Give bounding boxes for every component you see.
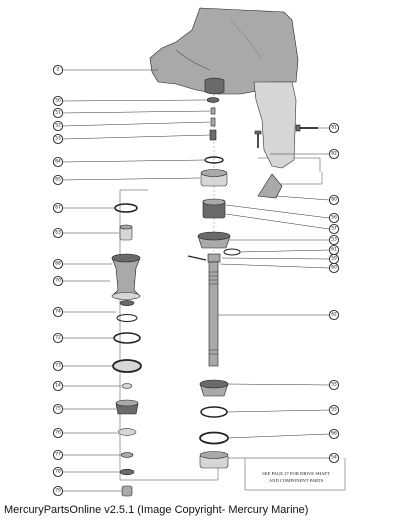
callout-right-55a: 55: [328, 379, 340, 391]
callout-left-70: 70: [52, 275, 64, 287]
callout-right-60: 60: [328, 262, 340, 274]
svg-text:67: 67: [55, 205, 61, 211]
callout-right-62: 62: [328, 309, 340, 321]
callout-right-59: 59: [328, 253, 340, 265]
svg-text:68: 68: [55, 261, 61, 267]
svg-text:61: 61: [331, 247, 337, 253]
callout-left-76: 76: [52, 427, 64, 439]
callout-left-52: 52: [52, 120, 64, 132]
callout-right-82: 82: [328, 148, 340, 160]
callout-right-61: 61: [328, 244, 340, 256]
svg-text:51: 51: [55, 110, 61, 116]
callout-left-53: 53: [52, 133, 64, 145]
svg-text:76: 76: [55, 430, 61, 436]
svg-text:60: 60: [331, 265, 337, 271]
callout-right-66: 66: [328, 428, 340, 440]
upper-part-stack: [187, 97, 241, 263]
callout-left-73: 73: [52, 360, 64, 372]
note-line-1: SEE PAGE 27 FOR DRIVE SHAFT: [262, 471, 330, 476]
callout-right-80: 80: [328, 194, 340, 206]
svg-text:55: 55: [331, 407, 337, 413]
svg-text:59: 59: [331, 256, 337, 262]
svg-text:65: 65: [55, 177, 61, 183]
callout-left-77: 77: [52, 449, 64, 461]
callout-left-14: 14: [52, 380, 64, 392]
callout-left-74: 74: [52, 306, 64, 318]
svg-text:50: 50: [55, 98, 61, 104]
svg-text:63: 63: [55, 230, 61, 236]
svg-text:80: 80: [331, 197, 337, 203]
callout-right-55b: 55: [328, 404, 340, 416]
callout-left-78: 78: [52, 466, 64, 478]
forward-gear-stack: [199, 379, 229, 469]
callout-left-65: 65: [52, 174, 64, 186]
copyright-footer: MercuryPartsOnline v2.5.1 (Image Copyrig…: [0, 503, 400, 520]
svg-text:74: 74: [55, 309, 61, 315]
callout-right-56: 56: [328, 212, 340, 224]
exploded-parts-diagram: SEE PAGE 27 FOR DRIVE SHAFT AND COMPONEN…: [52, 7, 346, 497]
callout-left-72: 72: [52, 332, 64, 344]
svg-text:56: 56: [331, 215, 337, 221]
callout-left-79: 79: [52, 485, 64, 497]
svg-text:2: 2: [57, 67, 60, 73]
svg-text:62: 62: [331, 312, 337, 318]
callout-left-75: 75: [52, 403, 64, 415]
svg-text:54: 54: [331, 455, 337, 461]
callout-right-81: 81: [328, 122, 340, 134]
svg-text:77: 77: [55, 452, 61, 458]
callout-right-53: 53: [328, 234, 340, 246]
callout-left-50: 50: [52, 95, 64, 107]
svg-text:52: 52: [55, 123, 61, 129]
callout-right-57: 57: [328, 223, 340, 235]
reverse-gear-stack: [111, 203, 142, 497]
svg-text:53: 53: [55, 136, 61, 142]
gear-housing: [149, 7, 299, 169]
callout-left-67: 67: [52, 202, 64, 214]
callout-right-54: 54: [328, 452, 340, 464]
svg-text:72: 72: [55, 335, 61, 341]
svg-text:57: 57: [331, 226, 337, 232]
leader-lines: [62, 69, 330, 492]
right-small-parts: [254, 124, 318, 199]
svg-text:64: 64: [55, 159, 61, 165]
svg-text:14: 14: [55, 383, 61, 389]
note-line-2: AND COMPONENT PARTS: [269, 478, 324, 483]
assembly-guide-lines: [119, 157, 346, 491]
callout-left-2: 2: [52, 64, 64, 76]
callout-left-68: 68: [52, 258, 64, 270]
svg-text:73: 73: [55, 363, 61, 369]
svg-text:82: 82: [331, 151, 337, 157]
svg-text:81: 81: [331, 125, 337, 131]
svg-text:75: 75: [55, 406, 61, 412]
pinion-drive-shaft: [208, 261, 219, 367]
callout-left-51: 51: [52, 107, 64, 119]
drive-shaft-note: SEE PAGE 27 FOR DRIVE SHAFT AND COMPONEN…: [250, 468, 340, 486]
svg-text:79: 79: [55, 488, 61, 494]
svg-text:66: 66: [331, 431, 337, 437]
callout-left-64: 64: [52, 156, 64, 168]
svg-text:78: 78: [55, 469, 61, 475]
svg-text:70: 70: [55, 278, 61, 284]
svg-text:53: 53: [331, 237, 337, 243]
callout-left-63: 63: [52, 227, 64, 239]
copyright-caption: MercuryPartsOnline v2.5.1 (Image Copyrig…: [4, 504, 309, 516]
svg-text:55: 55: [331, 382, 337, 388]
